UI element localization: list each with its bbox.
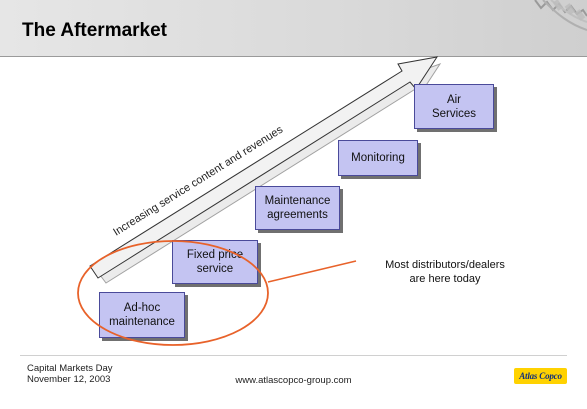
footer-divider — [20, 355, 567, 356]
title-bar: The Aftermarket — [0, 0, 587, 56]
step-label-line: Air — [446, 93, 462, 106]
step-label-line: Ad-hoc — [123, 302, 161, 314]
step-label-line: service — [196, 263, 234, 275]
atlas-copco-logo: Atlas Copco — [514, 368, 567, 384]
callout-line — [267, 260, 357, 283]
step-label-line: maintenance — [109, 316, 175, 328]
step-label-line: Fixed price — [186, 249, 244, 261]
distributors-annotation: Most distributors/dealers are here today — [360, 258, 530, 286]
footer-event: Capital Markets Day — [27, 363, 113, 374]
step-label-line: agreements — [267, 209, 328, 221]
logo-text: Atlas Copco — [519, 371, 562, 381]
annotation-line-1: Most distributors/dealers — [385, 259, 505, 271]
step-maintenance-agreements: Maintenance agreements — [255, 186, 340, 230]
step-air-services: Air Services — [414, 84, 494, 129]
footer-url: www.atlascopco-group.com — [235, 375, 352, 386]
gear-icon — [534, 0, 587, 31]
footer-event-info: Capital Markets Day November 12, 2003 — [27, 363, 113, 385]
step-label-line: Monitoring — [351, 152, 405, 164]
footer-date: November 12, 2003 — [27, 374, 111, 385]
step-monitoring: Monitoring — [338, 140, 418, 176]
annotation-line-2: are here today — [409, 273, 481, 285]
title-divider — [0, 56, 587, 57]
step-adhoc-maintenance: Ad-hoc maintenance — [99, 292, 185, 338]
page-title: The Aftermarket — [22, 20, 168, 41]
step-fixed-price-service: Fixed price service — [172, 240, 258, 284]
step-label-line: Services — [431, 107, 477, 120]
step-label-line: Maintenance — [264, 195, 331, 207]
